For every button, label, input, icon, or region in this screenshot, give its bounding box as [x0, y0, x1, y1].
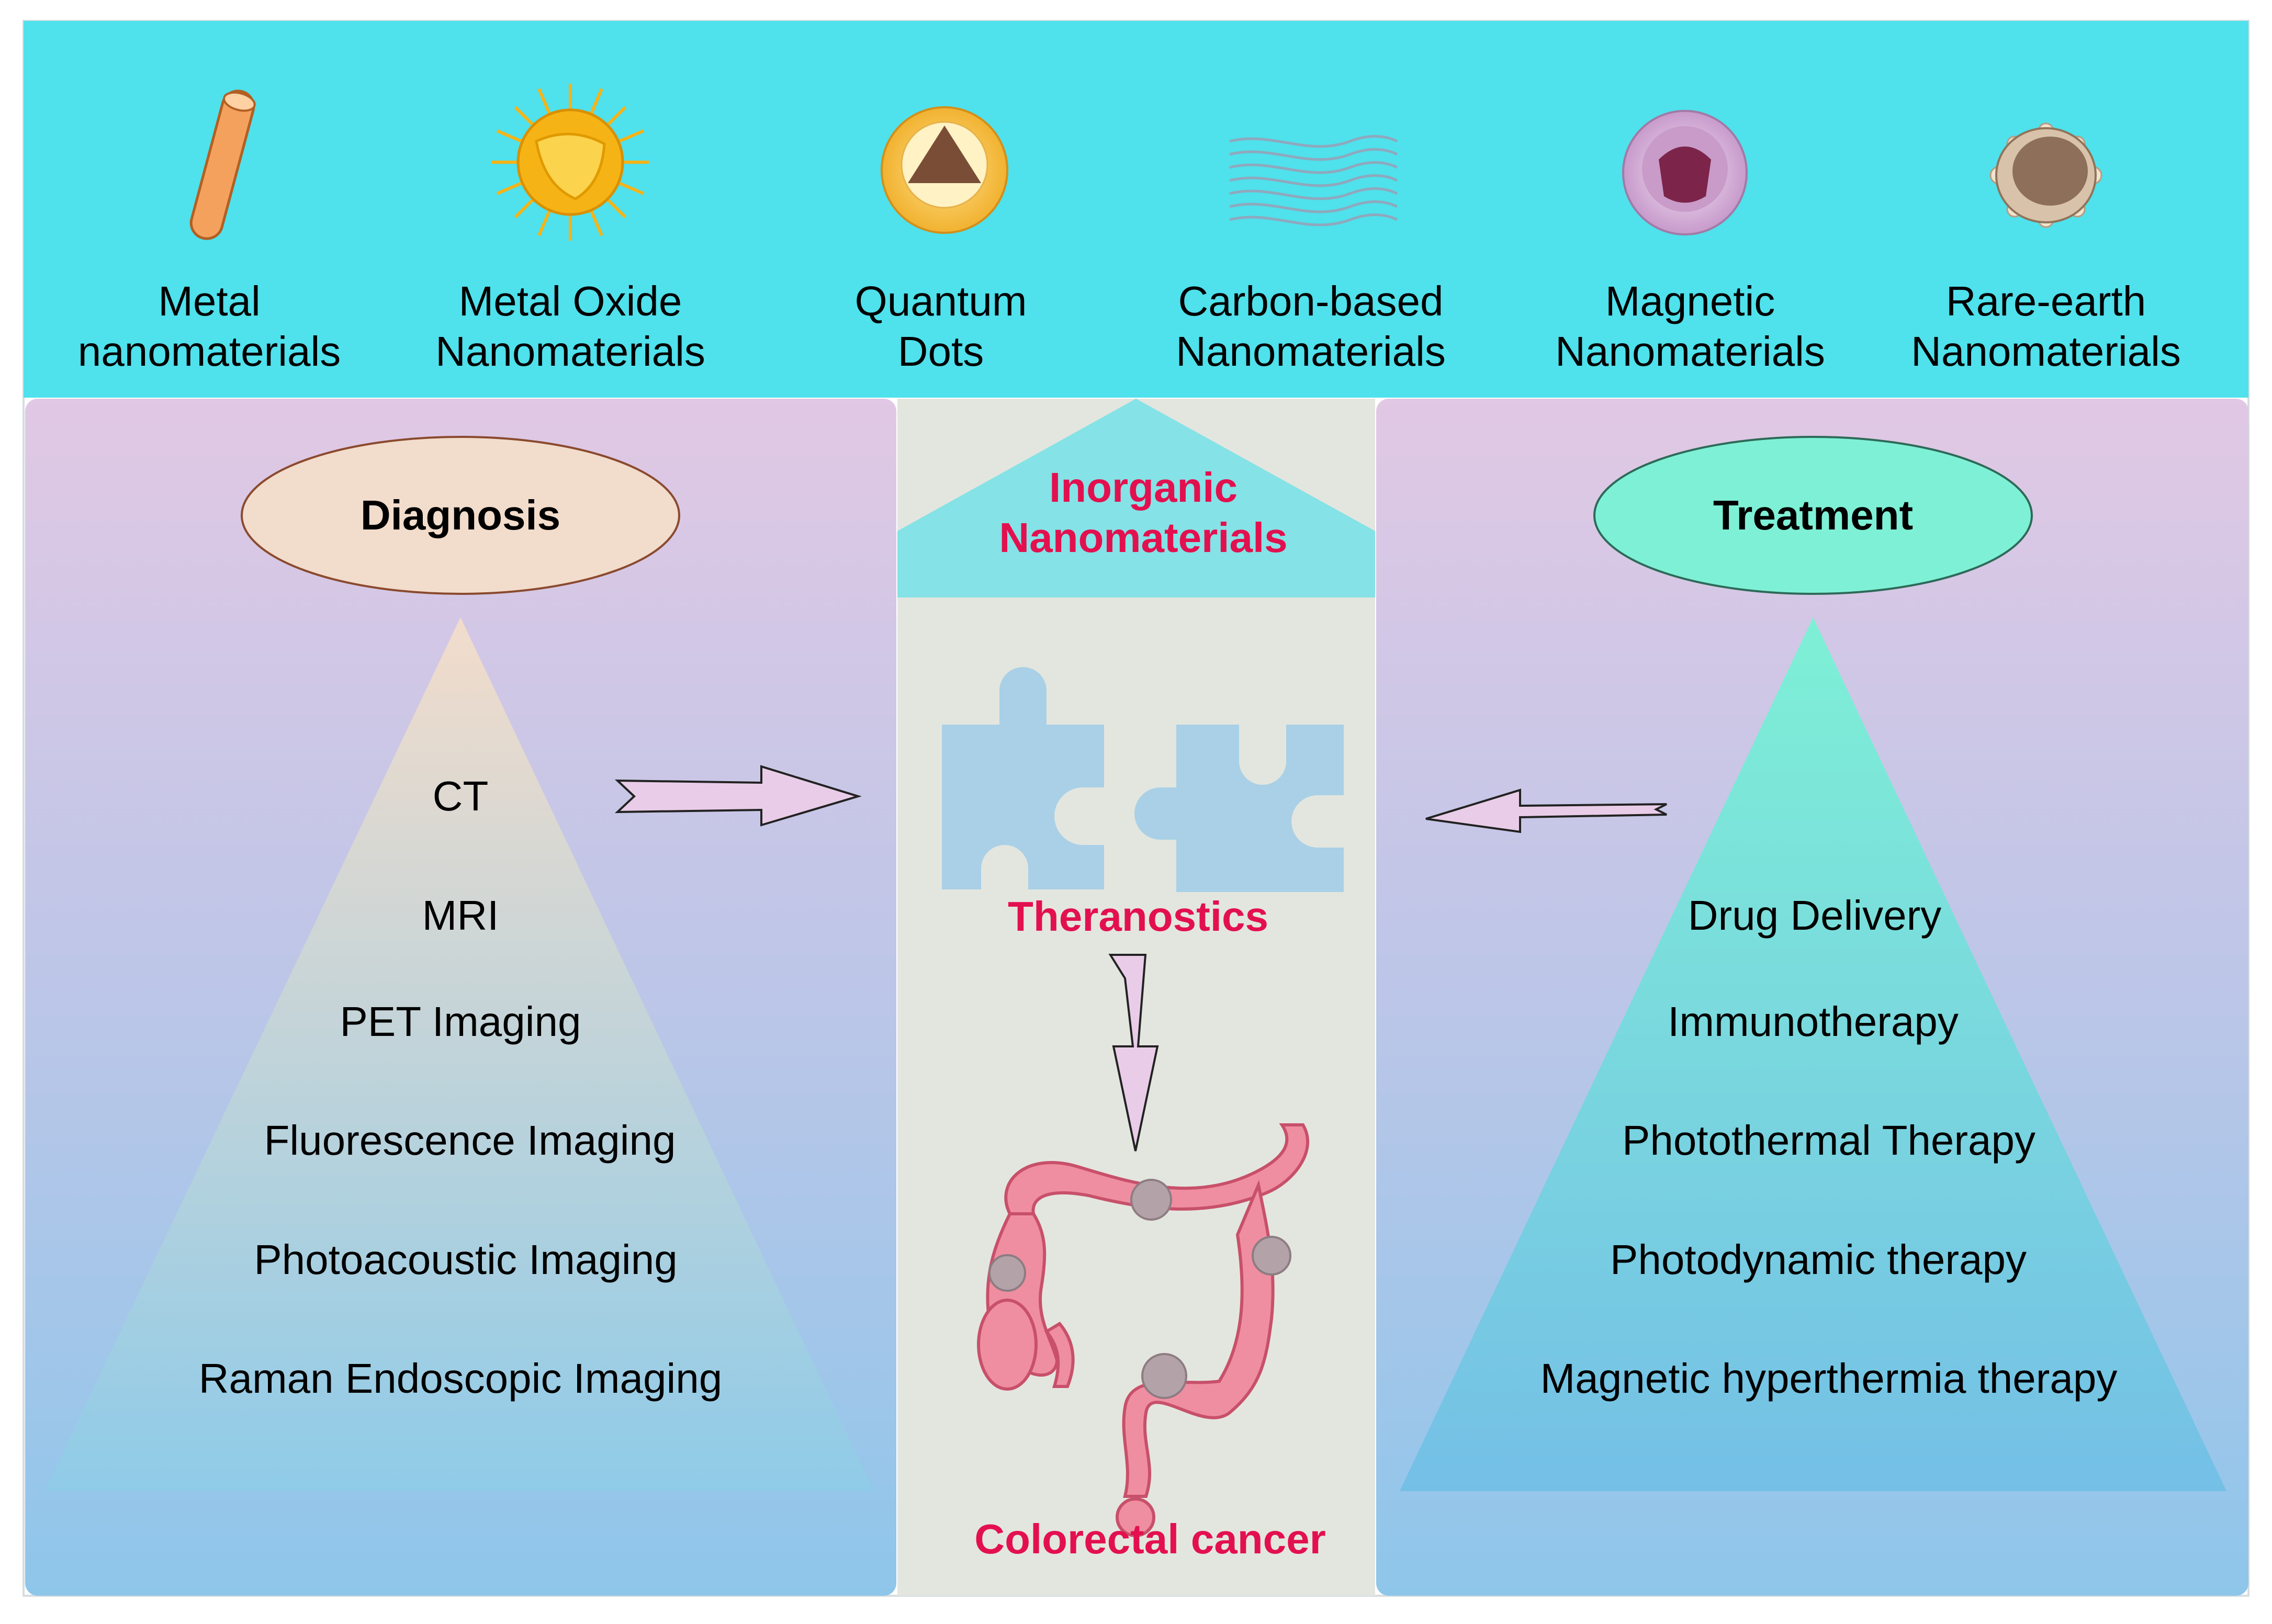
treatment-item: Photothermal Therapy — [1622, 1117, 2036, 1164]
top-band — [24, 21, 2248, 398]
diagnosis-pyramid — [44, 617, 874, 1491]
puzzle-pieces — [942, 667, 1344, 892]
spiky-sphere-icon — [492, 84, 649, 241]
diagnosis-oval — [241, 436, 680, 595]
treatment-pyramid — [1400, 617, 2226, 1491]
diagnosis-item: CT — [432, 773, 489, 819]
diagnosis-title: Diagnosis — [360, 492, 561, 538]
coated-particle-icon — [1989, 122, 2102, 228]
arrow-to-center — [614, 765, 862, 827]
arrow-from-treatment — [1425, 788, 1667, 833]
layered-sphere-icon — [1622, 110, 1748, 235]
treatment-item: Drug Delivery — [1688, 892, 1942, 939]
diagnosis-item: PET Imaging — [340, 998, 581, 1045]
diagnosis-item: MRI — [422, 892, 499, 939]
diagnosis-item: Fluorescence Imaging — [264, 1117, 676, 1164]
arrow-down-to-cancer — [1108, 954, 1159, 1152]
dot-sphere-icon — [881, 106, 1008, 234]
theranostics-label: Theranostics — [1008, 893, 1268, 940]
treatment-item: Magnetic hyperthermia therapy — [1540, 1355, 2118, 1402]
diagnosis-item: Raman Endoscopic Imaging — [198, 1355, 723, 1402]
colorectal-cancer-label: Colorectal cancer — [974, 1516, 1326, 1562]
wavy-sheets-icon — [1229, 135, 1398, 227]
tumor-spots — [988, 1179, 1291, 1399]
treatment-item: Immunotherapy — [1668, 998, 1959, 1045]
colon-illustration — [977, 1123, 1310, 1537]
rod-icon — [189, 89, 256, 240]
diagnosis-item: Photoacoustic Imaging — [254, 1236, 678, 1283]
treatment-item: Photodynamic therapy — [1610, 1236, 2027, 1283]
treatment-oval — [1593, 436, 2033, 595]
treatment-title: Treatment — [1713, 492, 1914, 538]
center-roof — [897, 399, 1375, 597]
